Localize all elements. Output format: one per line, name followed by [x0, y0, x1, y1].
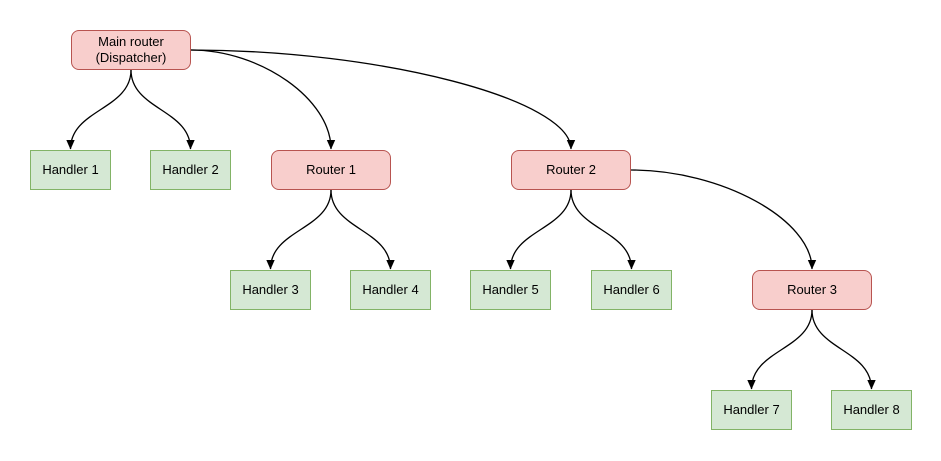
edge-router2-handler6 [570, 189, 636, 270]
node-handler2: Handler 2 [150, 150, 231, 190]
node-label-handler2: Handler 2 [162, 161, 219, 177]
edge-router1-handler4 [330, 189, 395, 270]
node-label-handler4: Handler 4 [362, 281, 419, 297]
node-handler1: Handler 1 [30, 150, 111, 190]
edge-main-handler1 [66, 69, 132, 150]
edge-main-handler2 [130, 69, 195, 150]
node-label-router2: Router 2 [546, 161, 596, 177]
node-router2: Router 2 [511, 150, 631, 190]
node-handler6: Handler 6 [591, 270, 672, 310]
edge-router1-handler3 [266, 189, 332, 270]
node-handler7: Handler 7 [711, 390, 792, 430]
node-handler3: Handler 3 [230, 270, 311, 310]
node-label-handler6: Handler 6 [603, 281, 660, 297]
node-label-main: Main router (Dispatcher) [95, 33, 167, 65]
node-label-handler3: Handler 3 [242, 281, 299, 297]
node-label-router3: Router 3 [787, 281, 837, 297]
node-main: Main router (Dispatcher) [71, 30, 191, 70]
node-label-handler1: Handler 1 [42, 161, 99, 177]
node-handler5: Handler 5 [470, 270, 551, 310]
node-label-handler7: Handler 7 [723, 401, 780, 417]
node-handler4: Handler 4 [350, 270, 431, 310]
edge-router2-handler5 [506, 189, 572, 270]
node-label-handler5: Handler 5 [482, 281, 539, 297]
edge-main-router2 [190, 49, 576, 150]
node-label-router1: Router 1 [306, 161, 356, 177]
edge-router3-handler8 [811, 309, 876, 390]
node-router3: Router 3 [752, 270, 872, 310]
edge-main-router1 [190, 49, 336, 150]
edge-router2-router3 [630, 169, 817, 270]
node-router1: Router 1 [271, 150, 391, 190]
node-label-handler8: Handler 8 [843, 401, 900, 417]
node-handler8: Handler 8 [831, 390, 912, 430]
edge-router3-handler7 [747, 309, 813, 390]
